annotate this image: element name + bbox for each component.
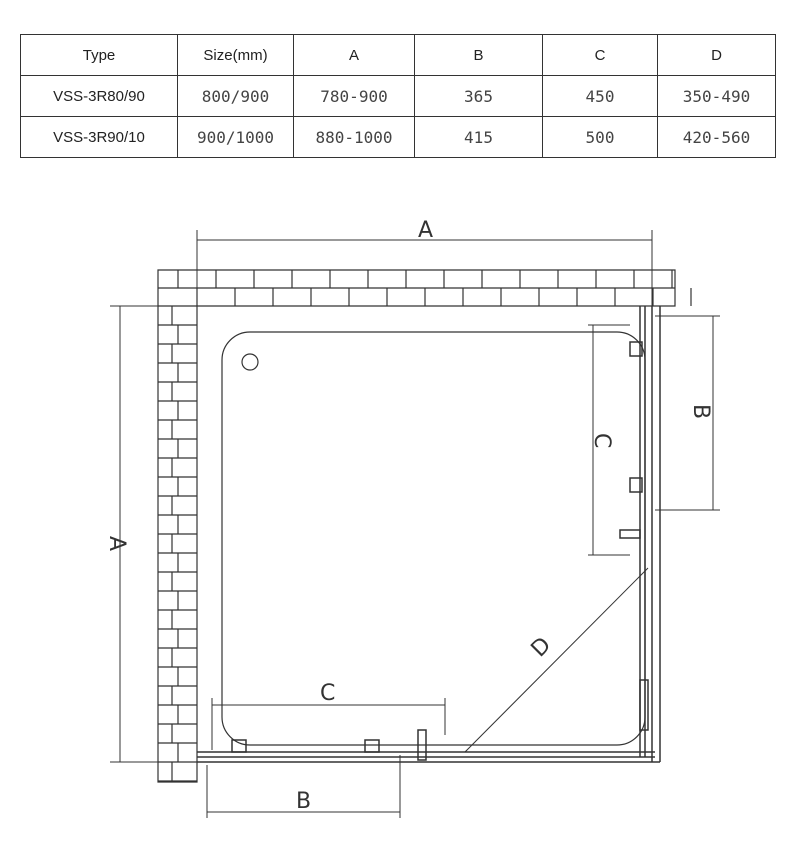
cell-d: 420-560 bbox=[657, 116, 776, 158]
dim-label-c-right: C bbox=[589, 433, 614, 448]
cell-size: 900/1000 bbox=[177, 116, 294, 158]
dim-label-b-bottom: B bbox=[296, 789, 311, 814]
cell-size: 800/900 bbox=[177, 75, 294, 117]
header-type: Type bbox=[20, 34, 178, 76]
table-header-row: Type Size(mm) A B C D bbox=[20, 34, 776, 76]
enclosure-frame bbox=[197, 306, 661, 763]
drain-icon bbox=[241, 353, 259, 371]
header-d: D bbox=[657, 34, 776, 76]
dim-label-c-bottom: C bbox=[320, 681, 335, 706]
cell-d: 350-490 bbox=[657, 75, 776, 117]
dim-label-d: D bbox=[527, 633, 557, 663]
cell-c: 500 bbox=[542, 116, 658, 158]
table-row: VSS-3R90/10 900/1000 880-1000 415 500 42… bbox=[20, 116, 776, 158]
cell-a: 780-900 bbox=[293, 75, 415, 117]
dimension-lines bbox=[110, 230, 720, 818]
dim-label-a-top: A bbox=[418, 218, 433, 243]
dim-label-a-left: A bbox=[104, 536, 129, 551]
shower-tray bbox=[221, 331, 646, 746]
table-row: VSS-3R80/90 800/900 780-900 365 450 350-… bbox=[20, 75, 776, 117]
spec-table: Type Size(mm) A B C D VSS-3R80/90 800/90… bbox=[20, 34, 776, 158]
cell-type: VSS-3R80/90 bbox=[20, 75, 178, 117]
cell-b: 415 bbox=[414, 116, 543, 158]
cell-a: 880-1000 bbox=[293, 116, 415, 158]
header-size: Size(mm) bbox=[177, 34, 294, 76]
dim-label-b-right: B bbox=[688, 404, 713, 419]
cell-c: 450 bbox=[542, 75, 658, 117]
cell-type: VSS-3R90/10 bbox=[20, 116, 178, 158]
